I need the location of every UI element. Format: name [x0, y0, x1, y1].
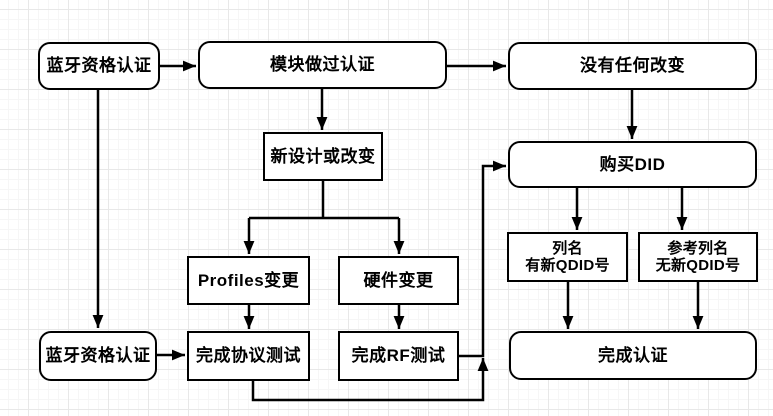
- node-label: 硬件变更: [363, 270, 434, 290]
- node-label-line1: 列名: [552, 239, 583, 257]
- node-bt-cert-top: 蓝牙资格认证: [38, 42, 160, 90]
- node-label: 完成RF测试: [351, 346, 446, 366]
- node-qdid-ref: 参考列名 无新QDID号: [638, 232, 758, 282]
- node-no-change: 没有任何改变: [508, 42, 757, 90]
- node-label: 没有任何改变: [580, 56, 685, 76]
- node-label: 完成认证: [598, 345, 668, 365]
- node-module-certified: 模块做过认证: [198, 41, 447, 89]
- node-label: 模块做过认证: [270, 55, 375, 75]
- node-label-line1: 参考列名: [667, 239, 729, 257]
- node-label: 蓝牙资格认证: [45, 346, 151, 366]
- node-profiles-change: Profiles变更: [187, 256, 310, 305]
- node-label-line2: 无新QDID号: [655, 257, 741, 274]
- edge-new-design-split: [249, 181, 399, 220]
- node-qdid-new: 列名 有新QDID号: [507, 232, 628, 282]
- node-label: Profiles变更: [197, 270, 300, 290]
- node-label-line2: 有新QDID号: [525, 257, 610, 274]
- node-label: 新设计或改变: [270, 146, 376, 166]
- node-complete-cert: 完成认证: [509, 331, 757, 380]
- node-protocol-test: 完成协议测试: [187, 331, 310, 381]
- node-hardware-change: 硬件变更: [338, 256, 459, 305]
- node-label: 完成协议测试: [196, 346, 301, 366]
- node-new-design: 新设计或改变: [263, 132, 383, 181]
- edge-rf-test-to-buy-did: [459, 160, 506, 358]
- edge-protocol-test-feedback: [251, 358, 489, 402]
- node-bt-cert-bottom: 蓝牙资格认证: [39, 331, 157, 381]
- node-label: 蓝牙资格认证: [46, 56, 152, 76]
- node-buy-did: 购买DID: [508, 141, 757, 188]
- node-rf-test: 完成RF测试: [338, 331, 459, 381]
- node-label: 购买DID: [599, 154, 666, 174]
